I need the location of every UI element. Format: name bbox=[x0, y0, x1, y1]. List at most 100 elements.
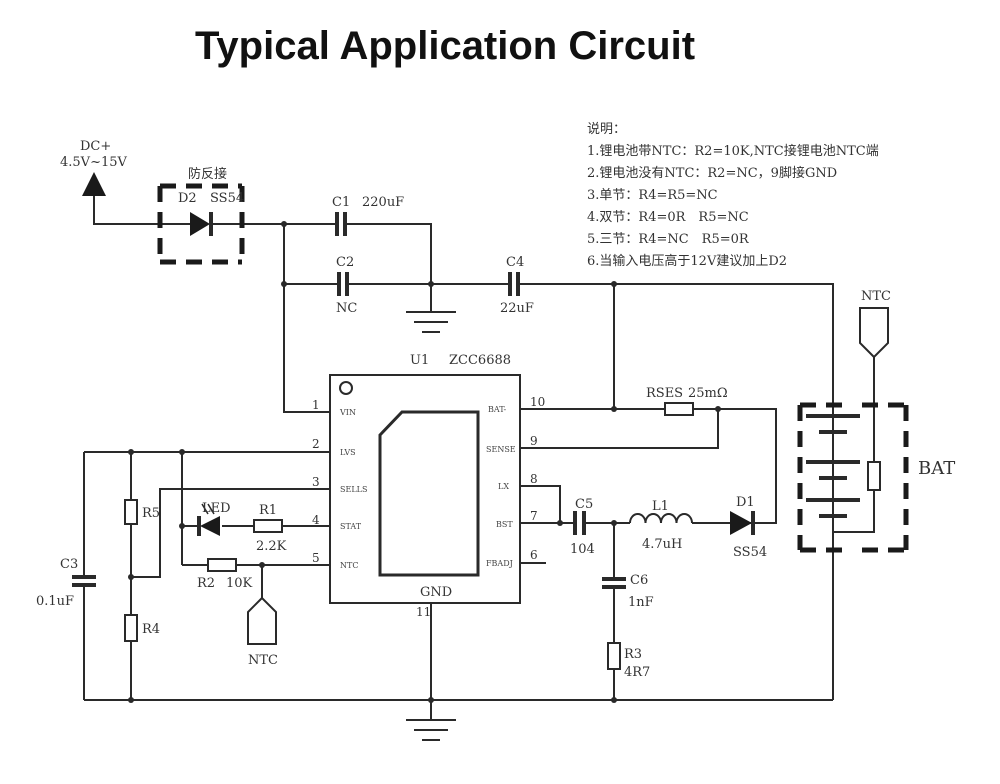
c4-value: 22uF bbox=[500, 301, 534, 316]
capacitor-c5: C5 104 bbox=[570, 497, 595, 557]
junction-dot bbox=[128, 697, 134, 703]
wire-vin bbox=[283, 224, 330, 413]
c1-ref: C1 bbox=[332, 195, 350, 210]
junction-dot bbox=[259, 562, 265, 568]
resistor-r3: R3 4R7 bbox=[607, 642, 650, 680]
ic-gnd-number: 11 bbox=[416, 605, 431, 619]
r3-ref: R3 bbox=[624, 647, 642, 662]
d2-diode-icon bbox=[190, 212, 210, 236]
ic-pin-number: 4 bbox=[312, 513, 320, 527]
capacitor-c1: C1 220uF bbox=[332, 195, 404, 236]
junction-dot bbox=[128, 574, 134, 580]
junction-dot bbox=[179, 449, 185, 455]
c4-ref: C4 bbox=[506, 255, 524, 270]
r3-value: 4R7 bbox=[624, 665, 650, 680]
l1-ref: L1 bbox=[652, 499, 669, 514]
ntc-left-tag-icon bbox=[247, 596, 277, 645]
input-source: DC+ 4.5V~15V bbox=[60, 139, 127, 196]
led-diode-icon bbox=[200, 516, 220, 536]
notes-item: 2.锂电池没有NTC：R2=NC，9脚接GND bbox=[587, 166, 838, 181]
c5-ref: C5 bbox=[575, 497, 593, 512]
rses-value: 25mΩ bbox=[688, 386, 728, 401]
resistor-r5: R5 bbox=[124, 499, 160, 525]
page-title: Typical Application Circuit bbox=[194, 24, 696, 68]
ground-top-icon bbox=[406, 311, 456, 333]
ic-pin-name: LVS bbox=[340, 448, 356, 457]
ntc-right-connector: NTC bbox=[859, 289, 891, 359]
r1-body bbox=[253, 519, 283, 533]
notes-item: 5.三节：R4=NC R5=0R bbox=[587, 232, 749, 247]
input-name: DC+ bbox=[80, 139, 111, 154]
led-ref: LED bbox=[202, 501, 231, 516]
ic-pin-name: NTC bbox=[340, 561, 358, 570]
battery-label: BAT bbox=[918, 458, 955, 479]
r2-ref: R2 bbox=[197, 576, 215, 591]
wire-sells bbox=[131, 488, 330, 578]
wire-c1-gnd bbox=[347, 223, 432, 312]
wire-ntc-res bbox=[833, 490, 875, 533]
r1-ref: R1 bbox=[259, 503, 277, 518]
inductor-l1: L1 4.7uH bbox=[629, 499, 693, 552]
d2-dashed-box bbox=[157, 183, 245, 265]
c3-ref: C3 bbox=[60, 557, 78, 572]
r2-value: 10K bbox=[226, 576, 253, 591]
ic-pin1-marker-icon bbox=[339, 381, 353, 395]
capacitor-c3: C3 0.1uF bbox=[36, 557, 96, 609]
ic-pin-name: SELLS bbox=[340, 485, 367, 494]
ic-pin-number: 3 bbox=[312, 475, 320, 489]
notes-item: 6.当输入电压高于12V建议加上D2 bbox=[587, 254, 788, 269]
notes-item: 3.单节：R4=R5=NC bbox=[587, 188, 718, 203]
input-range: 4.5V~15V bbox=[60, 155, 127, 170]
ic-pin-name: BST bbox=[496, 520, 513, 529]
r1-value: 2.2K bbox=[256, 539, 287, 554]
c6-ref: C6 bbox=[630, 573, 648, 588]
ic-pin-name: FBADJ bbox=[486, 559, 513, 568]
ic-exposed-pad bbox=[378, 410, 480, 577]
c6-value: 1nF bbox=[628, 595, 654, 610]
ic-pin-number: 5 bbox=[312, 551, 320, 565]
r4-body bbox=[124, 614, 138, 642]
ntc-right-tag-icon bbox=[859, 307, 889, 359]
resistor-r4: R4 bbox=[124, 614, 160, 642]
ic-pin-name: BAT- bbox=[488, 405, 507, 414]
input-arrow-icon bbox=[82, 172, 106, 196]
ic-u1: U1 ZCC6688 GND 11 1 VIN 2 LVS 3 SELLS 4 … bbox=[312, 353, 545, 619]
l1-coil-icon bbox=[629, 513, 693, 524]
junctions bbox=[128, 221, 721, 703]
l1-value: 4.7uH bbox=[642, 537, 682, 552]
notes-item: 4.双节：R4=0R R5=NC bbox=[587, 210, 749, 225]
junction-dot bbox=[611, 406, 617, 412]
ntc-left-connector: NTC bbox=[247, 596, 278, 668]
r3-body bbox=[607, 642, 621, 670]
ic-pin-name: VIN bbox=[339, 408, 356, 417]
c2-value: NC bbox=[336, 301, 357, 316]
ntc-left-label: NTC bbox=[248, 653, 278, 668]
wire-c4-right bbox=[520, 283, 834, 700]
capacitor-c4: C4 22uF bbox=[500, 255, 534, 316]
d2-label: 防反接 bbox=[188, 166, 227, 182]
ic-pin-name: LX bbox=[498, 482, 509, 491]
wire-rses-d1 bbox=[693, 408, 777, 524]
ic-pin-number: 7 bbox=[530, 509, 538, 523]
ic-pin-number: 6 bbox=[530, 548, 538, 562]
r5-ref: R5 bbox=[142, 506, 160, 521]
ic-pin-number: 8 bbox=[530, 472, 538, 486]
junction-dot bbox=[128, 449, 134, 455]
wire-input bbox=[93, 180, 164, 225]
junction-dot bbox=[611, 281, 617, 287]
r2-body bbox=[207, 558, 237, 572]
capacitor-c6: C6 1nF bbox=[602, 573, 654, 610]
r4-ref: R4 bbox=[142, 622, 160, 637]
rses-ref: RSES bbox=[646, 386, 683, 401]
junction-dot bbox=[611, 520, 617, 526]
battery-ntc-resistor bbox=[867, 461, 881, 491]
led-emit-arrows-icon bbox=[201, 503, 215, 515]
ic-part: ZCC6688 bbox=[449, 353, 511, 368]
resistor-r1: R1 2.2K bbox=[253, 503, 287, 554]
d1-value: SS54 bbox=[733, 545, 767, 560]
resistor-r2: R2 10K bbox=[197, 558, 253, 591]
junction-dot bbox=[715, 406, 721, 412]
diode-d2: 防反接 D2 SS54 bbox=[157, 166, 245, 265]
